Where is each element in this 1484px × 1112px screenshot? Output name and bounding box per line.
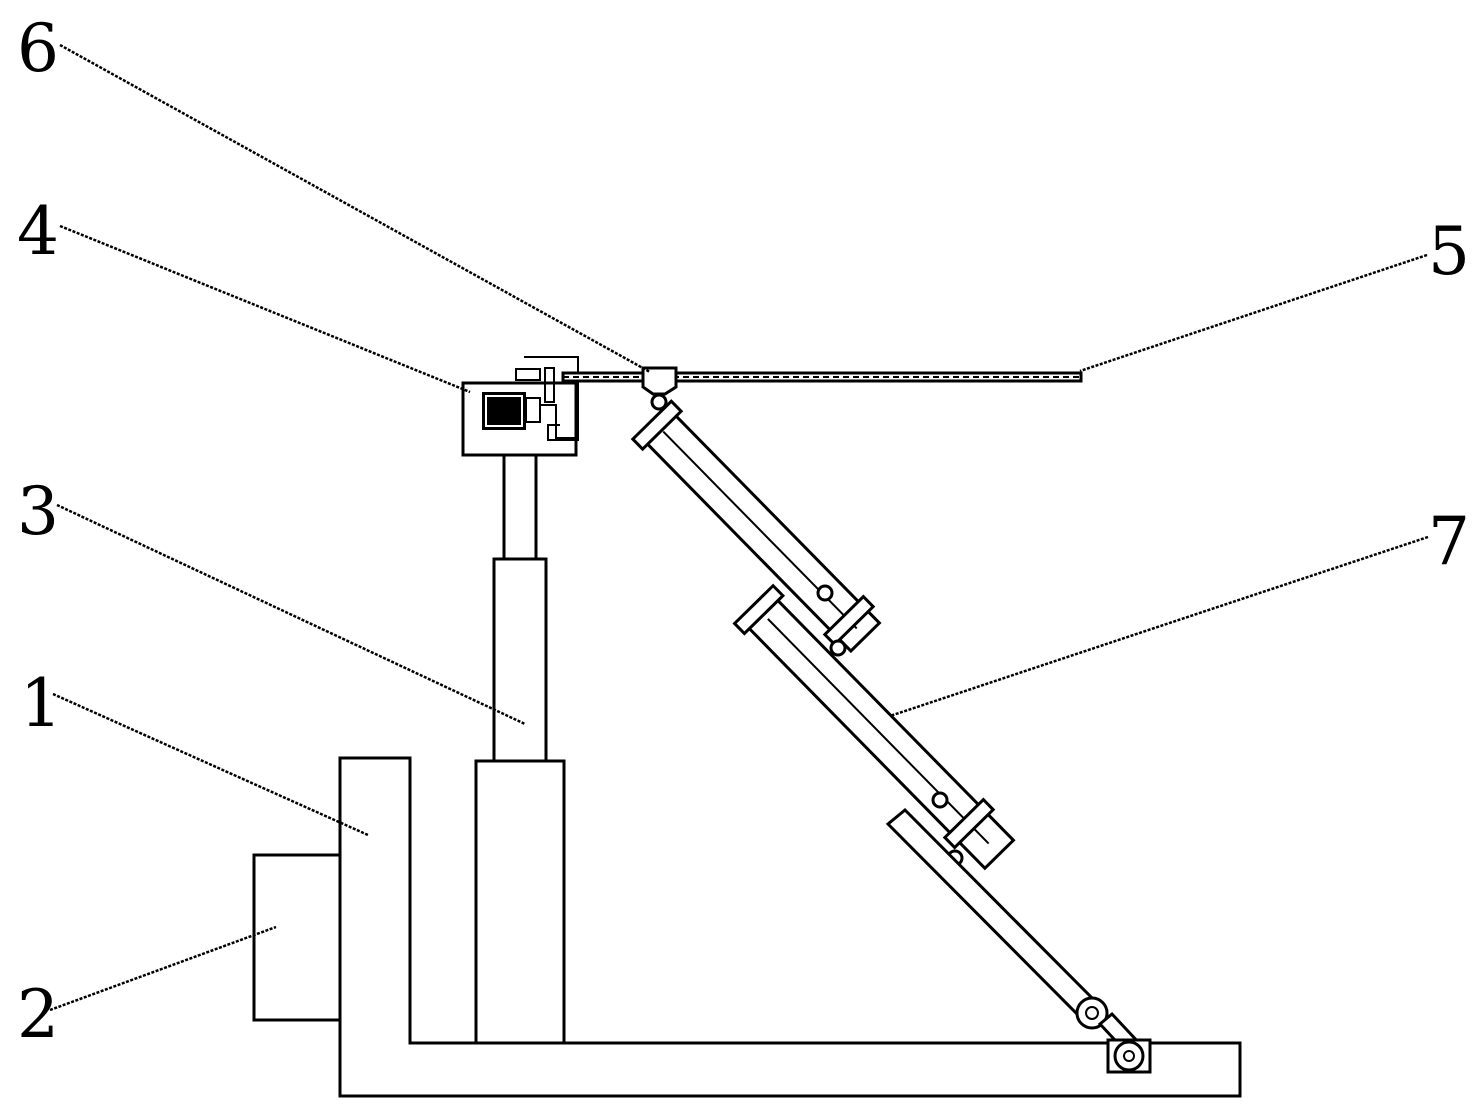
leader-1 <box>52 692 369 837</box>
callout-label-5: 5 <box>1428 213 1470 290</box>
leader-2 <box>49 925 277 1012</box>
leader-3 <box>56 503 526 726</box>
callout-label-3: 3 <box>17 473 59 550</box>
motor-housing <box>461 356 579 457</box>
callout-label-6: 6 <box>17 10 59 87</box>
callout-label-7: 7 <box>1428 503 1470 580</box>
pivot-joint <box>641 366 678 411</box>
upper-brace-bolts <box>816 584 847 657</box>
callout-labels: 1 2 3 4 5 6 7 <box>17 10 1470 1053</box>
leader-7 <box>889 535 1429 718</box>
leader-4 <box>59 224 471 394</box>
callout-label-2: 2 <box>17 976 59 1053</box>
base-hinge <box>1075 996 1152 1074</box>
side-block <box>252 853 342 1022</box>
leader-lines <box>49 43 1429 1012</box>
leader-6 <box>59 43 651 374</box>
middle-brace <box>732 583 1016 871</box>
leader-5 <box>1079 253 1428 373</box>
callout-label-4: 4 <box>17 193 59 270</box>
telescopic-column <box>474 453 566 1045</box>
horizontal-arm <box>561 371 1083 383</box>
callout-label-1: 1 <box>20 665 62 742</box>
